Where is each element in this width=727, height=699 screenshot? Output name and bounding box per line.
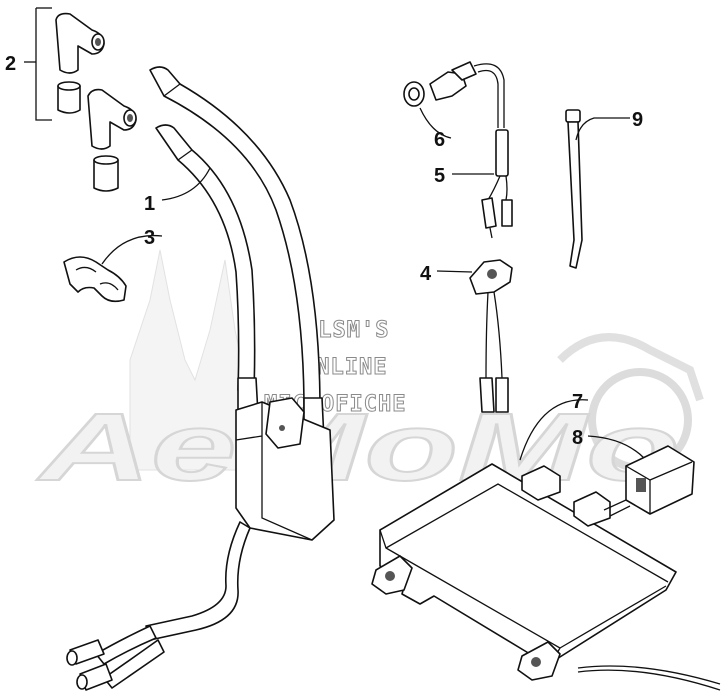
part-1-ignition-coil[interactable] — [66, 66, 335, 691]
watermark-line-1: HLSM'S — [304, 318, 389, 343]
watermark: AeMoMo HLSM'S ONLINE MICROFICHE — [36, 249, 704, 502]
callout-1: 1 — [144, 193, 155, 215]
part-7-control-module[interactable] — [371, 463, 721, 691]
part-6-sensor[interactable] — [403, 61, 505, 128]
callout-6: 6 — [434, 129, 445, 151]
callout-7: 7 — [572, 391, 583, 413]
callout-4: 4 — [420, 263, 432, 285]
watermark-logo: AeMoMo — [37, 394, 680, 501]
watermark-bike-body — [557, 333, 704, 402]
part-3-clip[interactable] — [63, 256, 127, 303]
part-5-pigtail[interactable] — [481, 129, 513, 239]
callout-3: 3 — [144, 227, 155, 249]
callout-labels: 2 1 3 6 5 9 4 7 8 — [5, 53, 643, 449]
callout-2: 2 — [5, 53, 16, 75]
part-9-strap[interactable] — [565, 109, 583, 269]
part-4-sensor-bracket[interactable] — [469, 259, 513, 413]
part-2-spark-plug-caps[interactable] — [55, 12, 137, 192]
callout-9: 9 — [632, 109, 643, 131]
leader-lines — [24, 7, 645, 461]
part-8-connector[interactable] — [603, 445, 695, 517]
callout-5: 5 — [434, 165, 445, 187]
callout-8: 8 — [572, 427, 583, 449]
